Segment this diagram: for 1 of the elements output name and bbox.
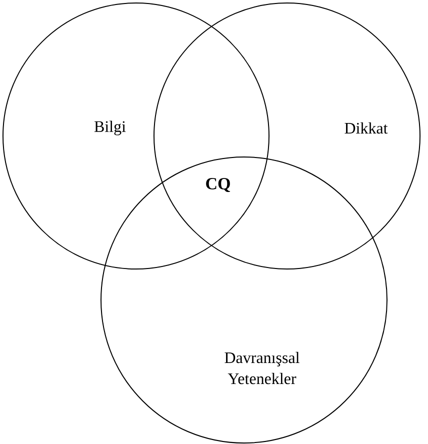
center-label: CQ — [206, 178, 230, 192]
